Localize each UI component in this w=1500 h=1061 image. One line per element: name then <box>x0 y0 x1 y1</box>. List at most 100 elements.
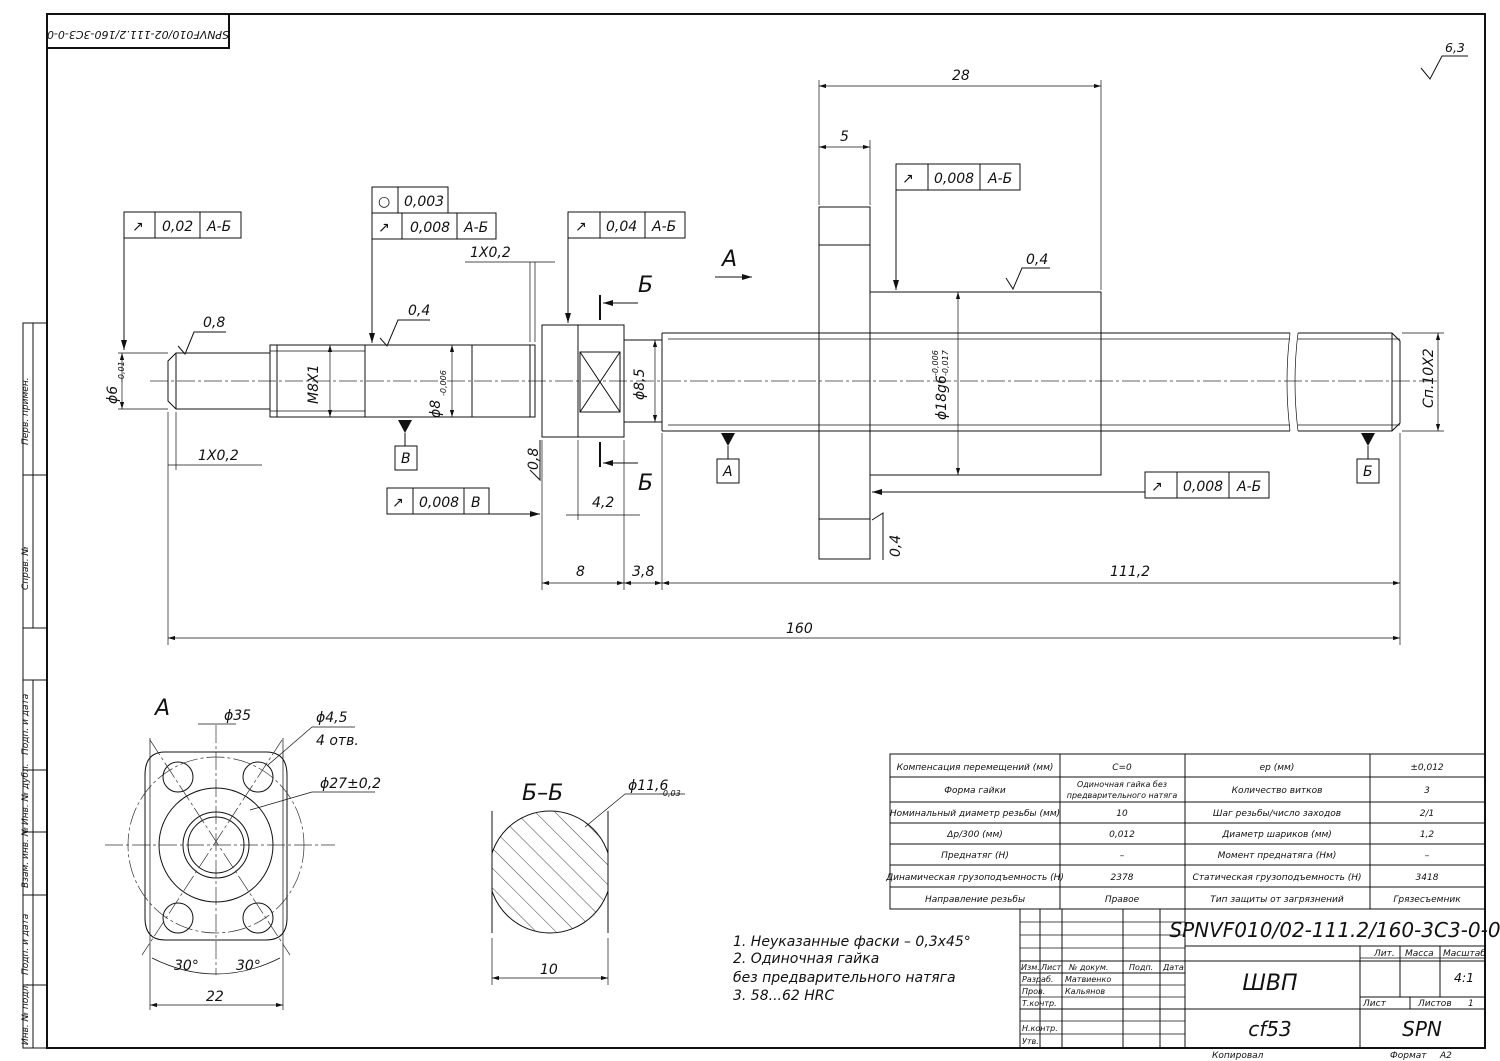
svg-text:30°: 30° <box>174 958 199 974</box>
svg-text:-0,006: -0,006 <box>439 370 448 396</box>
sheet-frame <box>22 13 1486 1049</box>
svg-text:0,012: 0,012 <box>1109 830 1135 840</box>
svg-text:4,2: 4,2 <box>592 495 614 511</box>
svg-text:Кальянов: Кальянов <box>1065 987 1105 996</box>
svg-text:3: 3 <box>1424 786 1430 796</box>
svg-text:±0,012: ±0,012 <box>1410 763 1444 773</box>
spec-nut-form-line1: Одиночная гайка без <box>1077 780 1167 789</box>
svg-text:1,2: 1,2 <box>1420 830 1435 840</box>
svg-text:М8Х1: М8Х1 <box>306 365 322 404</box>
company: SPN <box>1402 1017 1442 1041</box>
svg-text:0,008: 0,008 <box>934 171 974 187</box>
svg-text:6,3: 6,3 <box>1445 40 1465 55</box>
svg-text:30°: 30° <box>236 958 261 974</box>
svg-text:111,2: 111,2 <box>1110 564 1150 580</box>
svg-text:0,008: 0,008 <box>419 495 459 511</box>
svg-text:Изм.: Изм. <box>1021 963 1040 972</box>
svg-text:10: 10 <box>540 962 558 978</box>
scale-value: 4:1 <box>1454 970 1474 985</box>
svg-text:Тип защиты от загрязнений: Тип защиты от загрязнений <box>1210 895 1344 905</box>
svg-text:C=0: C=0 <box>1112 763 1132 773</box>
svg-text:8: 8 <box>576 564 585 580</box>
svg-text:А-Б: А-Б <box>987 171 1012 187</box>
tolerance-frame-5: ↗ 0,008 А-Б <box>893 163 1021 290</box>
datum-a: А <box>716 433 740 484</box>
svg-text:В: В <box>471 495 481 511</box>
svg-text:Разраб.: Разраб. <box>1022 975 1053 984</box>
svg-text:SPNVF010/02-111.2/160-3C3-0-0: SPNVF010/02-111.2/160-3C3-0-0 <box>47 28 229 41</box>
svg-text:-0,03: -0,03 <box>660 789 681 798</box>
tolerance-frame-3: ↗ 0,008 А-Б <box>369 212 497 343</box>
tolerance-frame-7: ↗ 0,008 А-Б <box>872 471 1270 499</box>
svg-text:↗: ↗ <box>392 495 404 511</box>
svg-text:Статическая грузоподъемность (: Статическая грузоподъемность (Н) <box>1192 873 1361 883</box>
svg-text:№ докум.: № докум. <box>1068 963 1108 972</box>
svg-text:0,8: 0,8 <box>526 448 542 470</box>
svg-text:Сп.10Х2: Сп.10Х2 <box>1421 348 1437 408</box>
svg-text:3,8: 3,8 <box>632 564 654 580</box>
svg-text:ϕ27±0,2: ϕ27±0,2 <box>320 776 381 792</box>
svg-text:Б: Б <box>1363 464 1373 480</box>
roughness-general: 6,3 <box>1420 40 1468 80</box>
svg-text:↗: ↗ <box>132 219 144 235</box>
tolerance-frame-1: ↗ 0,02 А-Б <box>121 211 242 350</box>
svg-text:3. 58...62 HRC: 3. 58...62 HRC <box>733 988 834 1004</box>
view-a-marker: А <box>720 247 737 272</box>
svg-text:В: В <box>401 451 411 467</box>
svg-text:–: – <box>1425 851 1430 861</box>
svg-text:Дата: Дата <box>1162 963 1184 972</box>
svg-text:0,04: 0,04 <box>606 219 637 235</box>
tolerance-frame-2: ○ 0,003 <box>371 186 449 214</box>
svg-text:А-Б: А-Б <box>1236 479 1261 495</box>
svg-text:Н.контр.: Н.контр. <box>1022 1024 1058 1033</box>
svg-text:3418: 3418 <box>1416 873 1439 883</box>
svg-text:↗: ↗ <box>378 220 390 236</box>
svg-text:Пров.: Пров. <box>1022 987 1045 996</box>
svg-text:2. Одиночная гайка: 2. Одиночная гайка <box>733 951 879 967</box>
view-a-flange: А 22 30° 30° ϕ35 ϕ4,5 4 отв. ϕ27±0,2 <box>105 696 381 1010</box>
svg-text:1: 1 <box>1468 999 1474 1009</box>
svg-text:Лит.: Лит. <box>1373 949 1395 959</box>
svg-text:ϕ8: ϕ8 <box>428 400 444 418</box>
svg-text:ϕ4,5: ϕ4,5 <box>316 710 348 726</box>
section-b-label-top: Б <box>638 273 653 298</box>
svg-text:А-Б: А-Б <box>206 219 231 235</box>
svg-text:0,8: 0,8 <box>203 315 225 331</box>
svg-text:Масса: Масса <box>1405 949 1434 959</box>
svg-text:Динамическая грузоподъемность: Динамическая грузоподъемность (Н) <box>885 873 1064 883</box>
dimensions: 28 5 160 8 3,8 111,2 4,2 1Х0,2 1Х0,2 <box>105 68 1444 645</box>
svg-text:↗: ↗ <box>902 171 914 187</box>
svg-text:Преднатяг (Н): Преднатяг (Н) <box>941 851 1009 861</box>
svg-text:Масштаб: Масштаб <box>1443 949 1486 959</box>
svg-text:Форма гайки: Форма гайки <box>944 786 1006 796</box>
svg-text:Направление резьбы: Направление резьбы <box>925 895 1025 905</box>
side-label-4: Инв. № дубл. <box>21 763 31 825</box>
part-name: ШВП <box>1242 971 1297 996</box>
svg-text:без предварительного натяга: без предварительного натяга <box>733 970 956 986</box>
svg-text:ep (мм): ep (мм) <box>1260 763 1295 773</box>
spec-table: Компенсация перемещений (мм) C=0 ep (мм)… <box>885 753 1486 910</box>
svg-text:0,4: 0,4 <box>888 535 904 557</box>
svg-text:Шаг резьбы/число заходов: Шаг резьбы/число заходов <box>1213 809 1341 819</box>
section-bb: Б–Б 10 ϕ11,6 -0,03 <box>470 778 685 985</box>
svg-text:Диаметр шариков (мм): Диаметр шариков (мм) <box>1221 830 1332 840</box>
svg-text:Листов: Листов <box>1417 999 1452 1009</box>
svg-text:Момент преднатяга (Нм): Момент преднатяга (Нм) <box>1218 851 1337 861</box>
tolerance-frame-4: ↗ 0,04 А-Б <box>565 211 686 323</box>
svg-text:Компенсация перемещений (мм): Компенсация перемещений (мм) <box>897 763 1054 773</box>
svg-text:1Х0,2: 1Х0,2 <box>470 245 511 261</box>
shaft-view: Б Б А <box>150 206 1440 560</box>
section-b-label-bot: Б <box>638 471 653 496</box>
svg-text:↗: ↗ <box>1151 479 1163 495</box>
svg-text:-0,017: -0,017 <box>941 349 950 376</box>
svg-text:0,008: 0,008 <box>1183 479 1223 495</box>
svg-text:28: 28 <box>952 68 970 84</box>
svg-text:-0,006: -0,006 <box>931 350 940 376</box>
svg-text:Копировал: Копировал <box>1212 1051 1264 1061</box>
svg-text:0,02: 0,02 <box>162 219 193 235</box>
stamp-top: SPNVF010/02-111.2/160-3C3-0-0 <box>46 13 230 49</box>
svg-text:1Х0,2: 1Х0,2 <box>198 448 239 464</box>
svg-text:0,4: 0,4 <box>1026 252 1048 268</box>
side-label-7: Инв. № подл. <box>21 983 31 1045</box>
